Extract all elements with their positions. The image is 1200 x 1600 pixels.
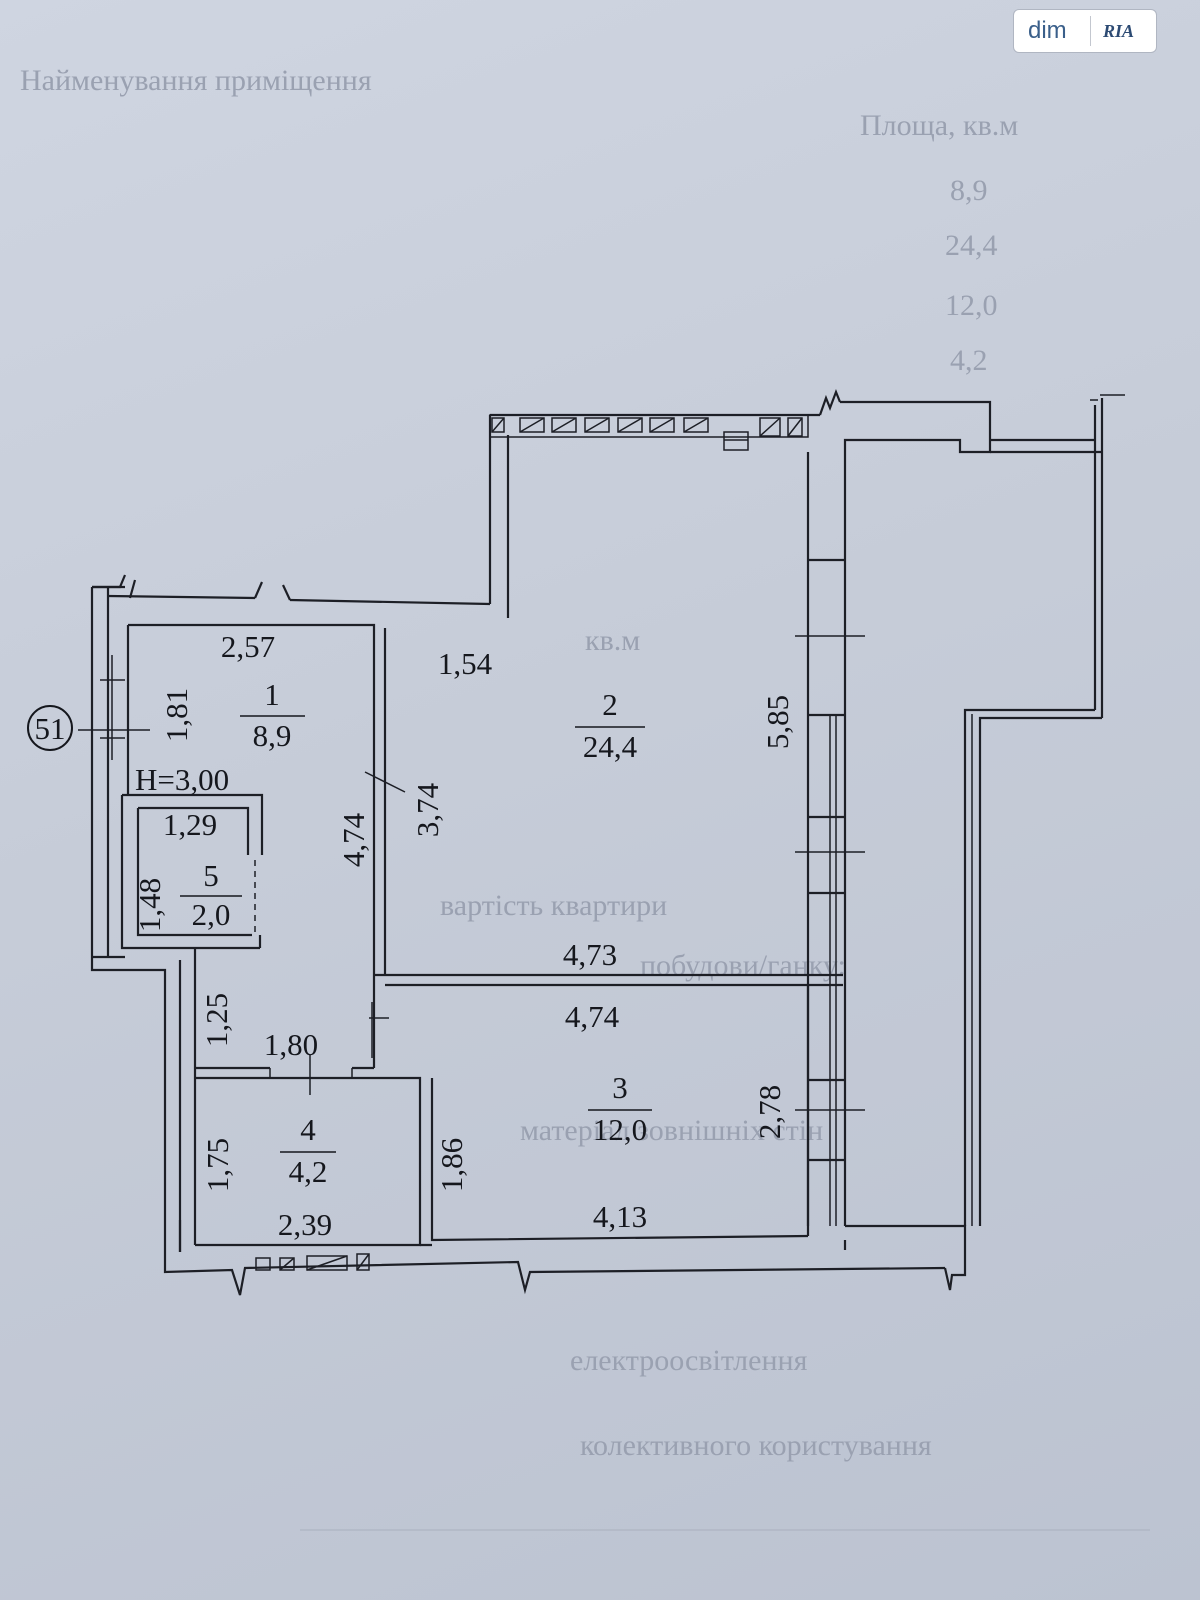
dimria-logo[interactable]: dim RIA xyxy=(1014,10,1156,52)
dim-r3-right: 2,78 xyxy=(752,1085,787,1139)
dim-r1-side: 1,81 xyxy=(159,688,194,742)
room-3-number: 3 xyxy=(612,1070,628,1105)
dim-r2-top: 1,54 xyxy=(438,646,493,681)
room-labels: 1 8,9 2 24,4 3 12,0 4 4,2 5 2,0 H=3,00 xyxy=(135,677,652,1189)
dimension-labels: 2,57 1,81 1,54 3,74 5,85 4,73 4,74 1,29 … xyxy=(132,629,795,1242)
ventilation-ducts-top xyxy=(489,414,809,451)
bg-text-v3: 12,0 xyxy=(945,289,998,322)
ventilation-ducts-bottom xyxy=(255,1253,370,1271)
bg-text-area-header: Площа, кв.м xyxy=(860,109,1018,142)
bg-text-porch: побудови/ганку: xyxy=(640,949,846,982)
logo-ria-text: RIA xyxy=(1103,20,1135,41)
room-2-area: 24,4 xyxy=(583,729,638,764)
room-5-area: 2,0 xyxy=(192,897,231,932)
dim-r5-top: 1,29 xyxy=(163,807,217,842)
room-5-number: 5 xyxy=(203,858,219,893)
bg-text-common: колективного користування xyxy=(580,1429,932,1462)
axis-marker-label: 51 xyxy=(35,711,66,746)
bg-text-v4: 4,2 xyxy=(950,344,988,377)
room-3-area: 12,0 xyxy=(593,1112,647,1147)
ceiling-height: H=3,00 xyxy=(135,762,229,797)
dim-r3-bottom: 4,13 xyxy=(593,1199,647,1234)
dim-r2-left: 3,74 xyxy=(410,782,445,837)
bg-text-walls: матеріал зовнішніх стін xyxy=(520,1114,823,1147)
bg-text-v2: 24,4 xyxy=(945,229,998,262)
bg-text-cost: вартість квартири xyxy=(440,889,667,922)
bg-text-lighting: електроосвітлення xyxy=(570,1344,808,1377)
room-1-number: 1 xyxy=(264,677,280,712)
logo-divider xyxy=(1090,16,1091,46)
dim-r5-side: 1,48 xyxy=(132,878,167,932)
dim-hall-side: 1,25 xyxy=(199,993,234,1047)
bg-text-header: Найменування приміщення xyxy=(20,64,372,97)
background-text: Найменування приміщення Площа, кв.м 8,9 … xyxy=(20,64,1150,1531)
interior-walls xyxy=(78,623,843,1252)
bg-text-units: кв.м xyxy=(585,624,640,657)
dim-r1-top: 2,57 xyxy=(221,629,275,664)
dim-r3-left: 1,86 xyxy=(434,1138,469,1192)
bg-text-v1: 8,9 xyxy=(950,174,988,207)
dim-r2-bottom: 4,73 xyxy=(563,937,617,972)
logo-dim-text: dim xyxy=(1028,17,1067,44)
dim-corridor: 4,74 xyxy=(336,812,371,867)
room-4-number: 4 xyxy=(300,1112,316,1147)
room-1-area: 8,9 xyxy=(253,718,292,753)
dim-r4-top: 1,80 xyxy=(264,1027,318,1062)
dim-r3-top: 4,74 xyxy=(565,999,620,1034)
dim-r4-bottom: 2,39 xyxy=(278,1207,332,1242)
dim-r2-right: 5,85 xyxy=(760,695,795,749)
dim-r4-side: 1,75 xyxy=(200,1138,235,1192)
axis-marker: 51 xyxy=(27,705,73,751)
room-2-number: 2 xyxy=(602,687,618,722)
room-4-area: 4,2 xyxy=(289,1154,328,1189)
exterior-walls xyxy=(90,388,1125,1296)
